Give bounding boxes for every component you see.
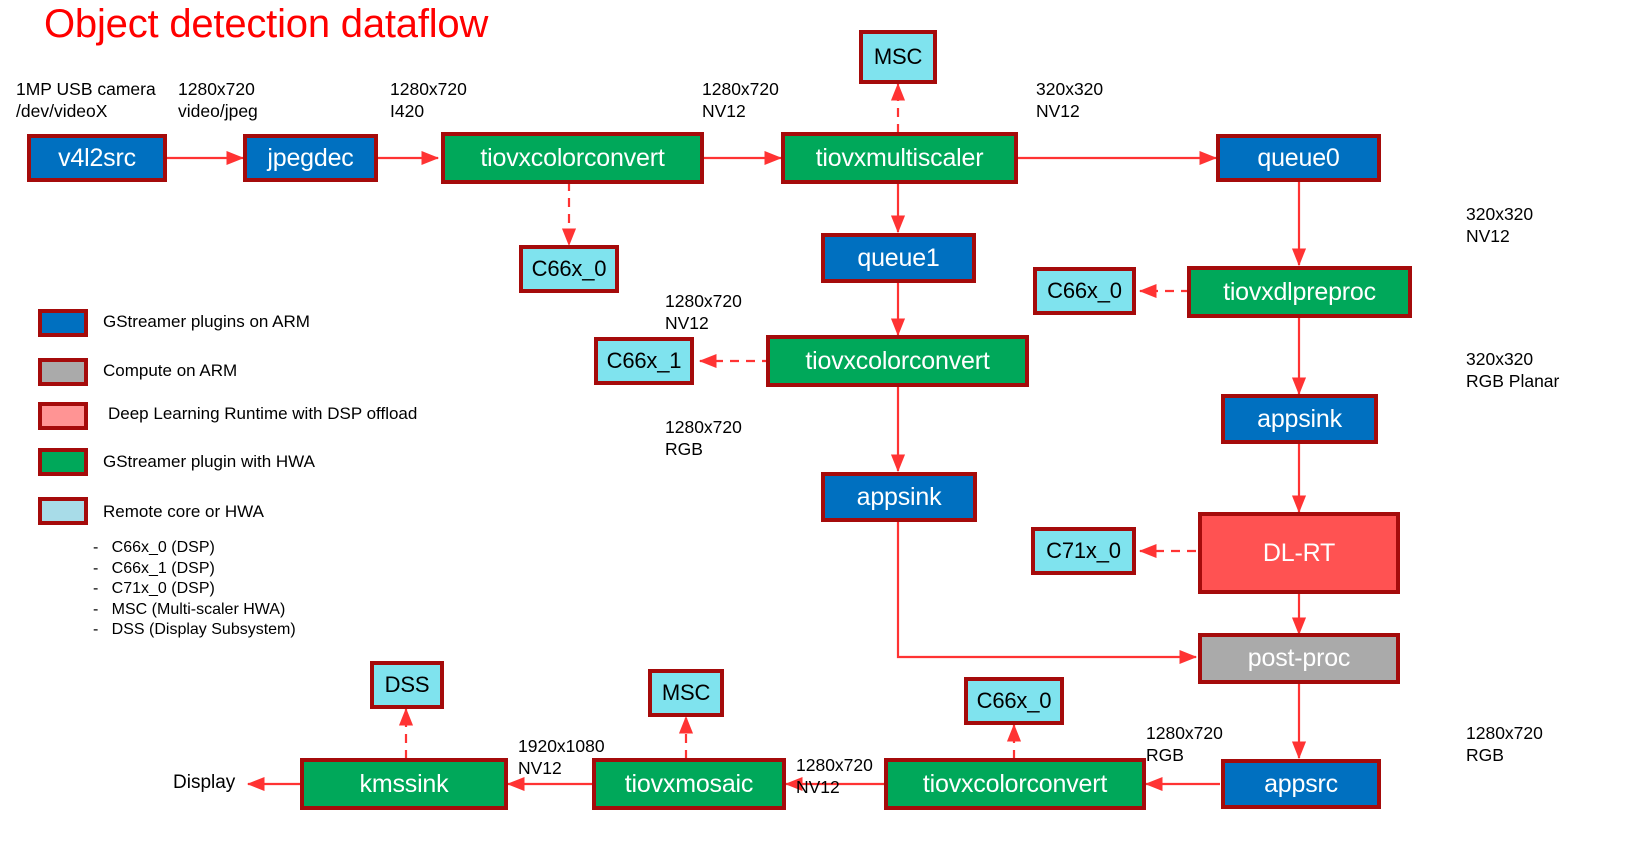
- caption-rgb-right: 1280x720 RGB: [1466, 723, 1543, 765]
- node-c66x1[interactable]: C66x_1: [594, 337, 694, 385]
- legend-label-gstreamer-hwa: GStreamer plugin with HWA: [103, 452, 315, 471]
- node-dl-rt[interactable]: DL-RT: [1198, 512, 1400, 594]
- caption-nv12-bottom: 1280x720 NV12: [796, 755, 873, 797]
- legend-bullet-dss: - DSS (Display Subsystem): [93, 621, 296, 638]
- node-c71x0[interactable]: C71x_0: [1031, 527, 1136, 575]
- caption-nv12-top: 1280x720 NV12: [702, 79, 779, 121]
- node-c66x0-top[interactable]: C66x_0: [519, 245, 619, 293]
- caption-i420: 1280x720 I420: [390, 79, 467, 121]
- legend-label-compute-arm: Compute on ARM: [103, 361, 238, 380]
- legend-bullet-msc: - MSC (Multi-scaler HWA): [93, 600, 286, 618]
- caption-1920-nv12: 1920x1080 NV12: [518, 736, 605, 778]
- caption-camera: 1MP USB camera /dev/videoX: [16, 79, 156, 121]
- caption-display: Display: [173, 772, 236, 793]
- node-tiovxcolorconvert-1[interactable]: tiovxcolorconvert: [441, 132, 704, 184]
- caption-rgb-mid: 1280x720 RGB: [665, 417, 742, 459]
- node-label: kmssink: [359, 769, 449, 798]
- node-msc-bottom[interactable]: MSC: [648, 669, 724, 717]
- caption-320-nv12-top: 320x320 NV12: [1036, 79, 1104, 121]
- node-label: C71x_0: [1046, 538, 1121, 563]
- legend-swatch-remote-core: [38, 497, 88, 525]
- legend-swatch-gstreamer-hwa: [38, 448, 88, 476]
- node-label: queue1: [857, 243, 940, 272]
- node-label: post-proc: [1247, 644, 1351, 672]
- node-tiovxdlpreproc[interactable]: tiovxdlpreproc: [1187, 266, 1412, 318]
- node-label: MSC: [873, 44, 923, 69]
- legend-label-dlrt: Deep Learning Runtime with DSP offload: [108, 404, 418, 423]
- node-label: DL-RT: [1262, 538, 1336, 567]
- node-v4l2src[interactable]: v4l2src: [27, 134, 167, 182]
- node-tiovxcolorconvert-2[interactable]: tiovxcolorconvert: [766, 335, 1029, 387]
- node-label: appsrc: [1264, 769, 1338, 798]
- node-label: tiovxmultiscaler: [815, 143, 984, 172]
- node-tiovxmosaic[interactable]: tiovxmosaic: [592, 758, 786, 810]
- caption-rgb-appsrc: 1280x720 RGB: [1146, 723, 1223, 765]
- node-label: MSC: [661, 680, 711, 705]
- node-label: C66x_1: [606, 348, 682, 373]
- legend-bullet-c66x0: - C66x_0 (DSP): [93, 539, 215, 556]
- node-c66x0-bottom[interactable]: C66x_0: [964, 677, 1064, 725]
- legend-swatch-compute-arm: [38, 358, 88, 386]
- node-label: C66x_0: [1047, 278, 1122, 303]
- node-label: DSS: [384, 672, 430, 697]
- node-label: queue0: [1257, 143, 1340, 172]
- node-label: appsink: [1257, 404, 1342, 433]
- node-post-proc[interactable]: post-proc: [1198, 633, 1400, 684]
- node-jpegdec[interactable]: jpegdec: [243, 134, 378, 182]
- node-tiovxmultiscaler[interactable]: tiovxmultiscaler: [781, 132, 1018, 184]
- legend-swatch-gstreamer-arm: [38, 309, 88, 337]
- caption-jpeg: 1280x720 video/jpeg: [178, 79, 258, 121]
- node-appsrc[interactable]: appsrc: [1221, 759, 1381, 809]
- node-kmssink[interactable]: kmssink: [300, 758, 508, 810]
- node-queue1[interactable]: queue1: [821, 233, 976, 283]
- legend-swatch-dlrt: [38, 402, 88, 430]
- node-label: appsink: [856, 482, 942, 511]
- legend-bullet-c71x0: - C71x_0 (DSP): [93, 580, 215, 597]
- node-label: tiovxcolorconvert: [805, 346, 990, 375]
- legend-label-remote-core: Remote core or HWA: [103, 502, 264, 521]
- node-appsink-middle[interactable]: appsink: [821, 472, 977, 522]
- node-label: C66x_0: [531, 256, 607, 281]
- caption-nv12-mid: 1280x720 NV12: [665, 291, 742, 333]
- node-label: v4l2src: [58, 143, 136, 172]
- legend-bullet-c66x1: - C66x_1 (DSP): [93, 559, 215, 577]
- node-msc-top[interactable]: MSC: [859, 30, 937, 84]
- node-label: tiovxcolorconvert: [922, 769, 1108, 798]
- node-label: jpegdec: [267, 143, 354, 172]
- node-label: tiovxcolorconvert: [480, 143, 665, 172]
- node-tiovxcolorconvert-3[interactable]: tiovxcolorconvert: [884, 758, 1146, 810]
- page-title: Object detection dataflow: [44, 2, 489, 46]
- node-label: tiovxdlpreproc: [1223, 277, 1376, 306]
- caption-320-nv12-right: 320x320 NV12: [1466, 204, 1534, 246]
- legend-label-gstreamer-arm: GStreamer plugins on ARM: [103, 312, 310, 331]
- node-label: tiovxmosaic: [624, 769, 754, 798]
- node-c66x0-right[interactable]: C66x_0: [1033, 267, 1136, 315]
- node-dss[interactable]: DSS: [370, 661, 444, 709]
- node-label: C66x_0: [976, 688, 1052, 713]
- node-queue0[interactable]: queue0: [1216, 134, 1381, 182]
- caption-320-rgbp: 320x320 RGB Planar: [1466, 349, 1560, 391]
- node-appsink-right[interactable]: appsink: [1221, 394, 1378, 444]
